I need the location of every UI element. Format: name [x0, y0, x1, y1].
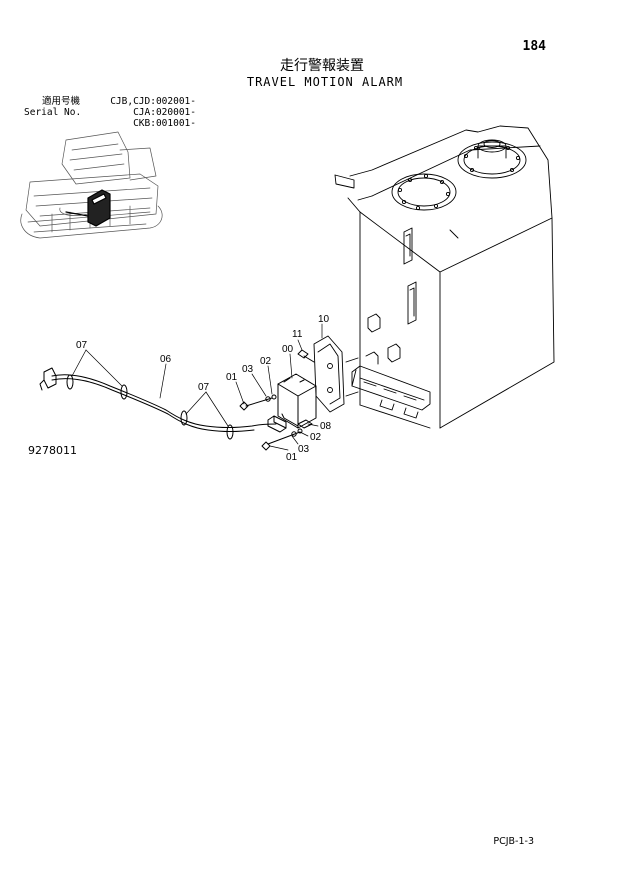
callout-02: 02	[260, 356, 272, 367]
callout-11: 11	[292, 329, 303, 340]
title-english: TRAVEL MOTION ALARM	[246, 75, 404, 89]
cabinet-body	[334, 125, 555, 429]
connector-08	[267, 415, 313, 433]
applicability-label-jp: 適用号機	[41, 96, 80, 107]
title-japanese: 走行警報装置	[280, 58, 364, 74]
alarm-unit	[277, 373, 317, 429]
callout-07: 07	[198, 382, 210, 393]
callout-10: 10	[318, 314, 330, 325]
callout-08: 08	[320, 421, 332, 432]
applicability-label-en: Serial No.	[24, 107, 82, 118]
machine-thumbnail	[20, 131, 163, 239]
wire-harness	[39, 367, 277, 440]
leader-lines	[71, 323, 323, 451]
catalog-code: PCJB-1-3	[493, 836, 534, 847]
callout-labels: 07 06 07 01 03 02 00 11 10 08 02 03 01	[76, 314, 332, 463]
callout-01: 01	[226, 372, 238, 383]
callout-00: 00	[282, 344, 294, 355]
callout-02: 02	[310, 432, 322, 443]
bolt-assembly-lower	[261, 428, 303, 451]
applicability-block: 適用号機 CJB,CJD:002001- Serial No. CJA:0200…	[24, 96, 196, 129]
callout-03: 03	[298, 444, 310, 455]
callout-07: 07	[76, 340, 88, 351]
page-number: 184	[522, 39, 546, 54]
bolt-assembly-upper	[239, 394, 277, 411]
figure-number: 9278011	[28, 444, 77, 457]
callout-06: 06	[160, 354, 172, 365]
callout-01: 01	[286, 452, 298, 463]
callout-03: 03	[242, 364, 254, 375]
serial-range: CJA:020001-	[133, 107, 196, 118]
serial-range: CKB:001001-	[133, 118, 196, 129]
mounting-bracket	[313, 335, 359, 413]
serial-range: CJB,CJD:002001-	[110, 96, 196, 107]
bolt-11	[297, 349, 315, 363]
thumbnail-alarm-highlight	[65, 189, 111, 227]
